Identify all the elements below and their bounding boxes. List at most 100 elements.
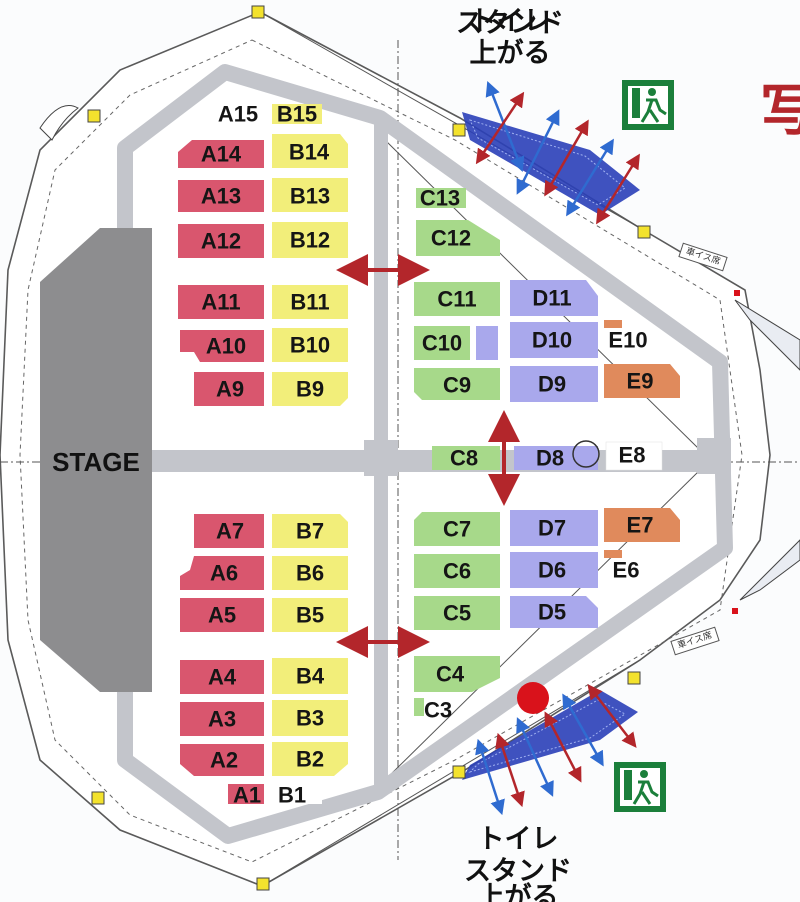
block-d10 bbox=[510, 322, 598, 358]
lower-stand-arrows bbox=[475, 684, 637, 816]
block-label-a11: A11 bbox=[201, 290, 240, 315]
block-c7 bbox=[414, 512, 500, 546]
block-label-c9: C9 bbox=[443, 373, 471, 398]
lower-stand-text-line2: スタンド bbox=[464, 856, 572, 887]
stage-label: STAGE bbox=[52, 447, 140, 477]
block-label-e10: E10 bbox=[608, 328, 647, 353]
side-character: 写 bbox=[760, 79, 800, 144]
block-label-c11: C11 bbox=[437, 287, 476, 312]
block-a5 bbox=[180, 598, 264, 632]
block-label-b2: B2 bbox=[296, 747, 324, 772]
block-label-a13: A13 bbox=[201, 184, 241, 209]
walkway bbox=[117, 64, 733, 844]
block-c10 bbox=[414, 326, 470, 360]
block-b7 bbox=[272, 514, 348, 548]
block-label-d5: D5 bbox=[538, 600, 566, 625]
block-label-e7: E7 bbox=[627, 513, 654, 538]
floor-arrows bbox=[336, 254, 520, 658]
upper-stand-text-line2: スタンド bbox=[456, 8, 564, 39]
block-a11 bbox=[178, 285, 264, 319]
block-b6 bbox=[272, 556, 348, 590]
block-d8 bbox=[514, 446, 598, 470]
block-d7 bbox=[510, 510, 598, 546]
block-a14 bbox=[178, 140, 264, 168]
block-c5 bbox=[414, 596, 500, 630]
block-a10 bbox=[180, 330, 264, 362]
block-c12 bbox=[416, 220, 500, 256]
block-c3 bbox=[414, 698, 424, 716]
block-c11 bbox=[414, 282, 500, 316]
position-marker bbox=[517, 682, 549, 714]
lower-stand: トイレ スタンド 上がる bbox=[462, 682, 638, 902]
block-label-a10: A10 bbox=[206, 334, 246, 359]
block-e8 bbox=[605, 441, 663, 471]
block-label-b1: B1 bbox=[278, 783, 306, 808]
block-b12 bbox=[272, 222, 348, 258]
d8-camera-position bbox=[572, 440, 600, 468]
block-e10 bbox=[604, 320, 622, 328]
block-label-e9: E9 bbox=[627, 369, 654, 394]
blocks-c-d-e: C13 C12 C11 D11 C10 D10 E10 C9 D9 E9 C8 … bbox=[414, 186, 680, 723]
block-b3 bbox=[272, 700, 348, 736]
block-label-c3: C3 bbox=[424, 698, 452, 723]
block-label-a3: A3 bbox=[208, 707, 236, 732]
decor-top-left bbox=[39, 105, 79, 141]
block-e7 bbox=[604, 508, 680, 542]
block-b11 bbox=[272, 285, 348, 319]
block-label-a2: A2 bbox=[210, 748, 238, 773]
block-label-b11: B11 bbox=[290, 290, 329, 315]
block-label-d11: D11 bbox=[532, 286, 571, 311]
block-label-c7: C7 bbox=[443, 517, 471, 542]
block-b1 bbox=[272, 784, 322, 804]
block-label-a5: A5 bbox=[208, 603, 236, 628]
lower-stand-text-line1: トイレ bbox=[478, 824, 559, 855]
upper-stand-arrows bbox=[475, 81, 640, 225]
block-label-d8: D8 bbox=[536, 446, 564, 471]
block-label-b3: B3 bbox=[296, 706, 324, 731]
block-label-c4: C4 bbox=[436, 662, 465, 687]
block-e9 bbox=[604, 364, 680, 398]
emergency-exit-icon bbox=[622, 80, 674, 130]
upper-stand-text-line3: 上がる bbox=[470, 37, 551, 69]
block-d6 bbox=[510, 552, 598, 588]
block-label-a1: A1 bbox=[233, 783, 261, 808]
block-b15 bbox=[272, 104, 322, 124]
block-label-b6: B6 bbox=[296, 561, 324, 586]
block-c4 bbox=[414, 656, 500, 692]
lower-stand-text-line3: 上がる bbox=[478, 881, 559, 902]
block-label-d10: D10 bbox=[532, 328, 572, 353]
block-b2 bbox=[272, 742, 348, 776]
block-a3 bbox=[180, 702, 264, 736]
block-c10-annex bbox=[476, 326, 498, 360]
upper-stand-text-line1: トイレ bbox=[470, 6, 551, 37]
block-label-a12: A12 bbox=[201, 229, 241, 254]
block-label-a9: A9 bbox=[216, 377, 244, 402]
block-label-b12: B12 bbox=[290, 228, 330, 253]
wheelchair-area-bottom: 車イス席 bbox=[670, 539, 800, 656]
block-label-d7: D7 bbox=[538, 516, 566, 541]
block-label-d9: D9 bbox=[538, 372, 566, 397]
block-a1 bbox=[228, 784, 264, 804]
block-label-b14: B14 bbox=[289, 140, 330, 165]
block-d9 bbox=[510, 366, 598, 402]
block-b10 bbox=[272, 328, 348, 362]
block-label-b13: B13 bbox=[290, 184, 330, 209]
blocks-a-b: A15 B15 A14 B14 A13 B13 A12 B12 A11 B11 … bbox=[178, 102, 348, 808]
block-label-c13: C13 bbox=[420, 186, 460, 211]
block-label-b7: B7 bbox=[296, 519, 324, 544]
yellow-markers bbox=[87, 5, 651, 891]
block-a2 bbox=[180, 744, 264, 776]
block-label-c5: C5 bbox=[443, 601, 471, 626]
block-label-c6: C6 bbox=[443, 559, 471, 584]
block-c13 bbox=[416, 188, 466, 208]
block-a4 bbox=[180, 660, 264, 694]
block-a6 bbox=[180, 556, 264, 590]
upper-stand: トイレ スタンド 上がる bbox=[456, 6, 640, 225]
block-label-e6: E6 bbox=[613, 558, 640, 583]
block-a7 bbox=[194, 514, 264, 548]
block-label-c10: C10 bbox=[422, 331, 462, 356]
block-b13 bbox=[272, 178, 348, 212]
block-label-b10: B10 bbox=[290, 333, 330, 358]
stage: STAGE bbox=[40, 228, 152, 692]
